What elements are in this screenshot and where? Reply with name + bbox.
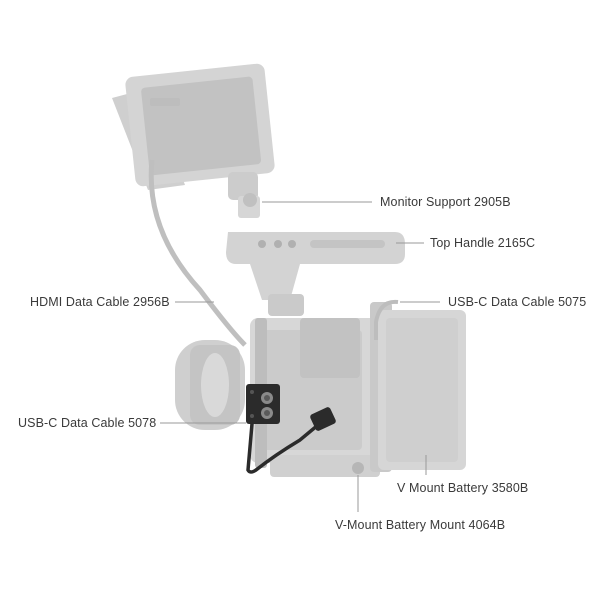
usbc-clamp-5078 xyxy=(246,384,280,424)
usbc-plug xyxy=(310,407,336,431)
hdmi-cable xyxy=(148,159,247,347)
lens xyxy=(175,340,245,430)
top-handle xyxy=(226,232,405,316)
v-mount-battery xyxy=(378,310,466,470)
camera-cage xyxy=(250,318,380,477)
label-usbc-cable-5075: USB-C Data Cable 5075 xyxy=(448,295,587,309)
label-v-mount-battery-mount: V-Mount Battery Mount 4064B xyxy=(335,518,506,532)
label-top-handle: Top Handle 2165C xyxy=(430,236,536,250)
usbc-cable-5078 xyxy=(246,422,320,474)
label-usbc-cable-5078: USB-C Data Cable 5078 xyxy=(18,416,157,430)
monitor xyxy=(112,63,275,190)
label-monitor-support: Monitor Support 2905B xyxy=(380,195,511,209)
leader-lines xyxy=(160,201,440,512)
monitor-support xyxy=(228,172,260,218)
usbc-cable-5075 xyxy=(374,299,399,340)
label-v-mount-battery: V Mount Battery 3580B xyxy=(397,481,529,495)
label-hdmi-cable: HDMI Data Cable 2956B xyxy=(30,295,170,309)
